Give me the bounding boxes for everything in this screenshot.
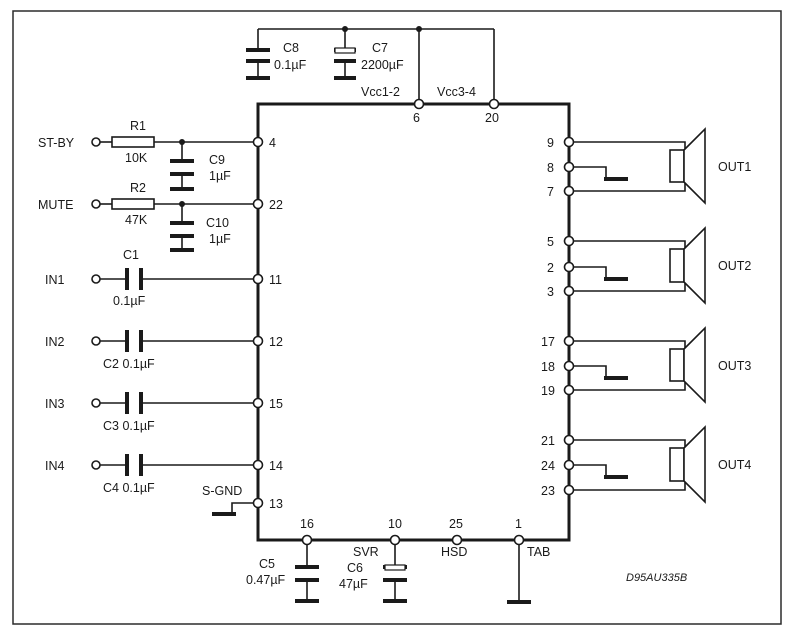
c10-name: C10: [206, 216, 229, 230]
c6-polarity-plate: [384, 564, 406, 571]
pin-8: 8: [547, 161, 554, 175]
pin-12: 12: [269, 335, 283, 349]
r2-name: R2: [130, 181, 146, 195]
c5-name: C5: [259, 557, 275, 571]
pin-1: 1: [515, 517, 522, 531]
pin-20: 20: [485, 111, 499, 125]
sgnd-label: S-GND: [202, 484, 242, 498]
pin-circles: [252, 98, 575, 546]
pin-16: 16: [300, 517, 314, 531]
pin-9: 9: [547, 136, 554, 150]
r1-value: 10K: [125, 151, 148, 165]
speaker-out3-icon: [669, 348, 685, 382]
mute-input-label: MUTE: [38, 198, 73, 212]
out1-label: OUT1: [718, 160, 751, 174]
pin-22: 22: [269, 198, 283, 212]
c1-value: 0.1µF: [113, 294, 146, 308]
in3-label: IN3: [45, 397, 65, 411]
hsd-label: HSD: [441, 545, 467, 559]
speaker-out4-icon: [669, 447, 685, 482]
pin-10: 10: [388, 517, 402, 531]
pin-11: 11: [269, 273, 282, 287]
pin-19: 19: [541, 384, 555, 398]
stby-input-label: ST-BY: [38, 136, 75, 150]
pin-2: 2: [547, 261, 554, 275]
pin-25: 25: [449, 517, 463, 531]
pin-17: 17: [541, 335, 555, 349]
c9-value: 1µF: [209, 169, 231, 183]
r1-name: R1: [130, 119, 146, 133]
vcc12-label: Vcc1-2: [361, 85, 400, 99]
c8-name: C8: [283, 41, 299, 55]
pin-13: 13: [269, 497, 283, 511]
resistor-r1: [111, 136, 155, 148]
c5-value: 0.47µF: [246, 573, 286, 587]
c6-name: C6: [347, 561, 363, 575]
pin-18: 18: [541, 360, 555, 374]
c4-label: C4 0.1µF: [103, 481, 155, 495]
resistor-r2: [111, 198, 155, 210]
amplifier-ic-body: [256, 102, 571, 542]
pin-21: 21: [541, 434, 555, 448]
pin-14: 14: [269, 459, 283, 473]
drawing-code: D95AU335B: [626, 572, 687, 584]
pin-23: 23: [541, 484, 555, 498]
cap-leads: [181, 61, 396, 601]
c3-label: C3 0.1µF: [103, 419, 155, 433]
c7-polarity-plate: [334, 47, 356, 54]
terminals: [91, 137, 101, 470]
in1-label: IN1: [45, 273, 65, 287]
speaker-out2-icon: [669, 248, 685, 283]
junction-dots: [179, 26, 422, 207]
svr-label: SVR: [353, 545, 379, 559]
c7-value: 2200µF: [361, 58, 404, 72]
pin-15: 15: [269, 397, 283, 411]
vcc34-label: Vcc3-4: [437, 85, 476, 99]
component-symbols: [125, 48, 628, 604]
speakers: [669, 127, 706, 504]
c2-label: C2 0.1µF: [103, 357, 155, 371]
c1-name: C1: [123, 248, 139, 262]
tab-label: TAB: [527, 545, 550, 559]
pin-3: 3: [547, 285, 554, 299]
c6-value: 47µF: [339, 577, 368, 591]
wiring: [100, 28, 686, 601]
in4-label: IN4: [45, 459, 65, 473]
r2-value: 47K: [125, 213, 148, 227]
c10-value: 1µF: [209, 232, 231, 246]
speaker-out1-icon: [669, 149, 685, 183]
c9-name: C9: [209, 153, 225, 167]
out2-label: OUT2: [718, 259, 751, 273]
in2-label: IN2: [45, 335, 65, 349]
pin-5: 5: [547, 235, 554, 249]
pin-24: 24: [541, 459, 555, 473]
diagram-frame: [12, 10, 782, 625]
pin-6: 6: [413, 111, 420, 125]
out4-label: OUT4: [718, 458, 751, 472]
pin-4: 4: [269, 136, 276, 150]
out3-label: OUT3: [718, 359, 751, 373]
pin-7: 7: [547, 185, 554, 199]
c7-name: C7: [372, 41, 388, 55]
c8-value: 0.1µF: [274, 58, 307, 72]
